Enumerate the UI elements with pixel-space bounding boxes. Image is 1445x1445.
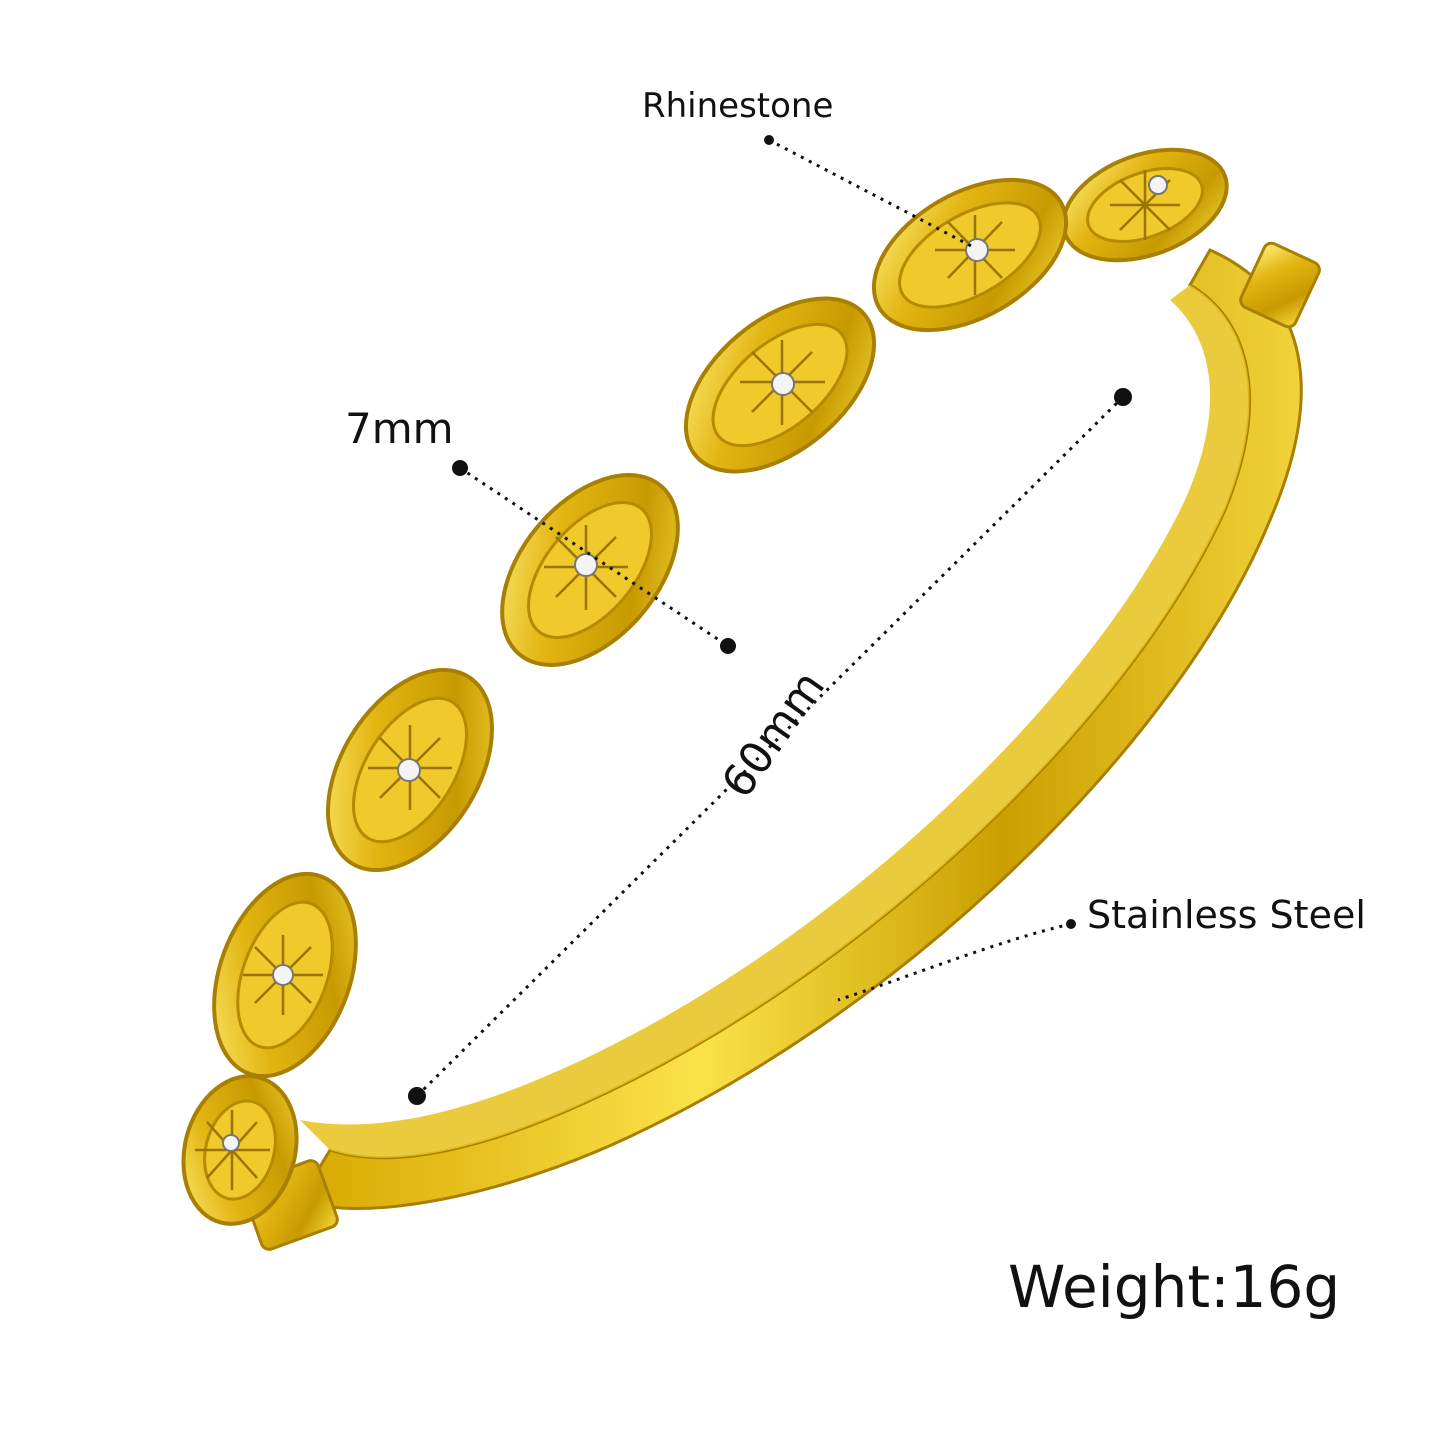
material-label: Stainless Steel [1087,893,1366,937]
width-label: 7mm [345,404,454,453]
rhinestone-5 [397,758,421,782]
annotation-dots [408,135,1132,1105]
weight-label: Weight:16g [1008,1253,1341,1321]
rhinestone-7 [222,1134,240,1152]
hinge-right [1239,241,1321,329]
rhinestone-label: Rhinestone [642,86,834,126]
rhinestone-2 [965,238,989,262]
bangle-inner-surface [300,285,1250,1158]
annotation-lines [415,138,1125,1098]
rhinestone-1 [1148,175,1168,195]
diameter-leader [415,395,1125,1098]
rhinestone-3 [771,372,795,396]
rhinestone-4 [574,553,598,577]
rhinestone-6 [272,964,294,986]
rhinestone-leader [768,138,976,250]
material-leader [837,922,1072,1002]
